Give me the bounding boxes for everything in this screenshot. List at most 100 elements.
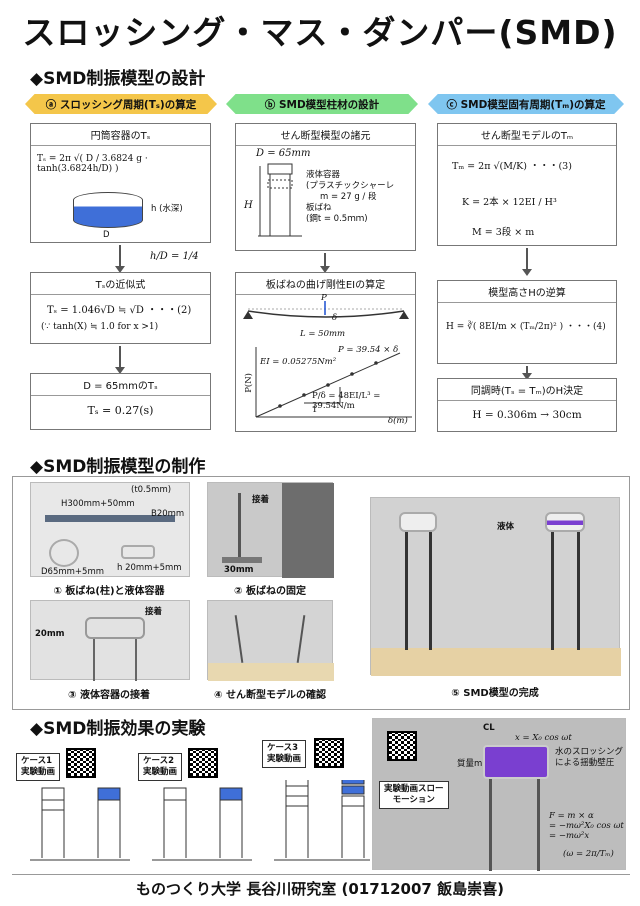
case-2-label: ケース2 実験動画	[138, 753, 183, 781]
arrow-c2	[522, 366, 532, 380]
beam-drawing	[243, 301, 409, 319]
caption-4: ④ せん断型モデルの確認	[214, 690, 326, 701]
container-empty	[399, 512, 437, 532]
slow-motion-label: 実験動画スロー モーション	[379, 781, 449, 809]
case-1-label: ケース1 実験動画	[16, 753, 61, 781]
container	[85, 617, 145, 639]
arrow-c1	[522, 248, 532, 276]
approx-condition: (∵ tanh(X) ≒ 1.0 for x >1)	[41, 322, 159, 332]
petri-dish	[49, 539, 79, 567]
approx-formula: Tₛ = 1.046√D ≒ √D ・・・(2)	[47, 305, 192, 316]
depth-label: h (水深)	[151, 204, 183, 214]
fit-equation: P = 39.54 × δ	[338, 345, 399, 355]
case-1-diagram	[30, 787, 130, 861]
note-spring: 板ばね	[306, 203, 332, 213]
post	[429, 532, 432, 650]
photo-shear-check	[207, 600, 334, 681]
case-3-diagram	[274, 780, 370, 861]
y-axis-label: P(N)	[244, 373, 254, 393]
label-30mm: 30mm	[224, 565, 254, 575]
post	[577, 532, 580, 650]
label-wall-pressure: 水のスロッシング による揺動壁圧	[555, 747, 624, 768]
photo-container-glue: 接着 20mm	[30, 600, 190, 681]
panel-b-box1: せん断型模型の諸元 D = 65mm H 液体容器 (プラスチックシャーレ m …	[235, 123, 416, 251]
slope-one: 1	[312, 405, 318, 415]
load-deflection-plot	[255, 347, 412, 418]
photo-spring-closeup	[282, 483, 334, 578]
qr-code-icon[interactable]	[66, 748, 96, 778]
stiffness-ratio: P/δ = 48EI/L³ = 39.54N/m	[312, 391, 381, 411]
box-title: 模型高さHの逆算	[438, 281, 616, 303]
box-title: せん断型模型の諸元	[236, 124, 415, 146]
x-axis-label: δ(m)	[388, 416, 408, 426]
model-right	[296, 615, 306, 663]
panel-c-box3: 同調時(Tₛ = Tₘ)のH決定 H = 0.306m → 30cm	[437, 378, 617, 432]
post	[537, 779, 540, 871]
footer-divider	[12, 874, 630, 875]
deflection-delta: δ	[332, 313, 338, 323]
qr-code-icon[interactable]	[387, 731, 417, 761]
panel-c-header: ⓒ SMD模型固有周期(Tₘ)の算定	[428, 94, 624, 114]
page-title: スロッシング・マス・ダンパー(SMD)	[22, 13, 618, 52]
model-left	[234, 615, 244, 663]
box-title: 同調時(Tₛ = Tₘ)のH決定	[438, 379, 616, 401]
note-mass: m = 27 g / 段	[320, 192, 377, 202]
wood-base	[208, 663, 334, 681]
case-3-label: ケース3 実験動画	[262, 740, 307, 768]
box-title: D = 65mmのTₛ	[31, 374, 210, 396]
force-formula: F = m × α = −mω²X₀ cos ωt = −mω²x	[549, 811, 624, 841]
spring-post	[238, 493, 241, 559]
formula-ts: Tₛ = 2π √( D / 3.6824 g · tanh(3.6824h/D…	[37, 154, 148, 174]
caption-1: ① 板ばね(柱)と液体容器	[53, 586, 165, 597]
panel-b-header: ⓑ SMD模型柱材の設計	[226, 94, 418, 114]
case-diagrams	[30, 780, 370, 861]
label-height: h 20mm+5mm	[117, 563, 182, 573]
qr-code-icon[interactable]	[314, 738, 344, 768]
caption-3: ③ 液体容器の接着	[68, 690, 150, 701]
arrow-b1	[320, 253, 330, 273]
diameter-d: D = 65mm	[256, 148, 311, 159]
label-glue: 接着	[145, 607, 163, 617]
photo-slow-motion: CL x = X₀ cos ωt 質量m 水のスロッシング による揺動壁圧 実験…	[372, 718, 626, 871]
formula-m: M = 3段 × m	[472, 227, 535, 238]
section-build: ◆SMD制振模型の制作	[30, 457, 206, 477]
case-2-diagram	[152, 787, 252, 861]
photo-spring-fix: 接着 30mm	[207, 482, 334, 578]
photo-parts: (t0.5mm) H300mm+50mm B20mm D65mm+5mm h 2…	[30, 482, 190, 577]
label-mass: 質量m	[457, 759, 483, 769]
ratio-label: h/D = 1/4	[150, 251, 199, 262]
diameter-label: D	[103, 230, 110, 240]
caption-2: ② 板ばねの固定	[234, 586, 306, 597]
label-thickness: (t0.5mm)	[131, 485, 172, 495]
sloshing-liquid	[483, 745, 549, 779]
load-p: P	[321, 293, 327, 303]
petri-side	[121, 545, 155, 559]
spring-plate	[45, 515, 175, 522]
span-length: L = 50mm	[300, 329, 346, 339]
formula-tm: Tₘ = 2π √(M/K) ・・・(3)	[452, 161, 572, 172]
section-design: ◆SMD制振模型の設計	[30, 69, 206, 89]
ei-value: EI = 0.05275Nm²	[260, 357, 337, 367]
post-right	[135, 639, 137, 681]
post	[405, 532, 408, 650]
formula-h: H = ∛( 8EI/m × (Tₘ/2π)² ) ・・・(4)	[446, 322, 606, 332]
height-h: H	[244, 200, 253, 211]
footer: ものつくり大学 長谷川研究室 (01712007 飯島崇喜)	[136, 880, 504, 898]
post	[489, 779, 492, 871]
box-title: 円筒容器のTₛ	[31, 124, 210, 146]
shear-model-drawing	[258, 163, 302, 237]
label-diameter: D65mm+5mm	[41, 567, 105, 577]
h-result: H = 0.306m → 30cm	[472, 409, 582, 421]
post	[551, 532, 554, 650]
label-length: H300mm+50mm	[61, 499, 135, 509]
wood-base	[371, 648, 621, 676]
post-left	[93, 639, 95, 681]
panel-a-box1: 円筒容器のTₛ Tₛ = 2π √( D / 3.6824 g · tanh(3…	[30, 123, 211, 243]
qr-code-icon[interactable]	[188, 748, 218, 778]
panel-c-box2: 模型高さHの逆算 H = ∛( 8EI/m × (Tₘ/2π)² ) ・・・(4…	[437, 280, 617, 364]
ts-value: Tₛ = 0.27(s)	[87, 404, 154, 417]
box-title: Tₛの近似式	[31, 273, 210, 295]
label-glue: 接着	[252, 495, 270, 505]
note-petri: (プラスチックシャーレ	[306, 181, 395, 191]
formula-k: K = 2本 × 12EI / H³	[462, 197, 557, 208]
